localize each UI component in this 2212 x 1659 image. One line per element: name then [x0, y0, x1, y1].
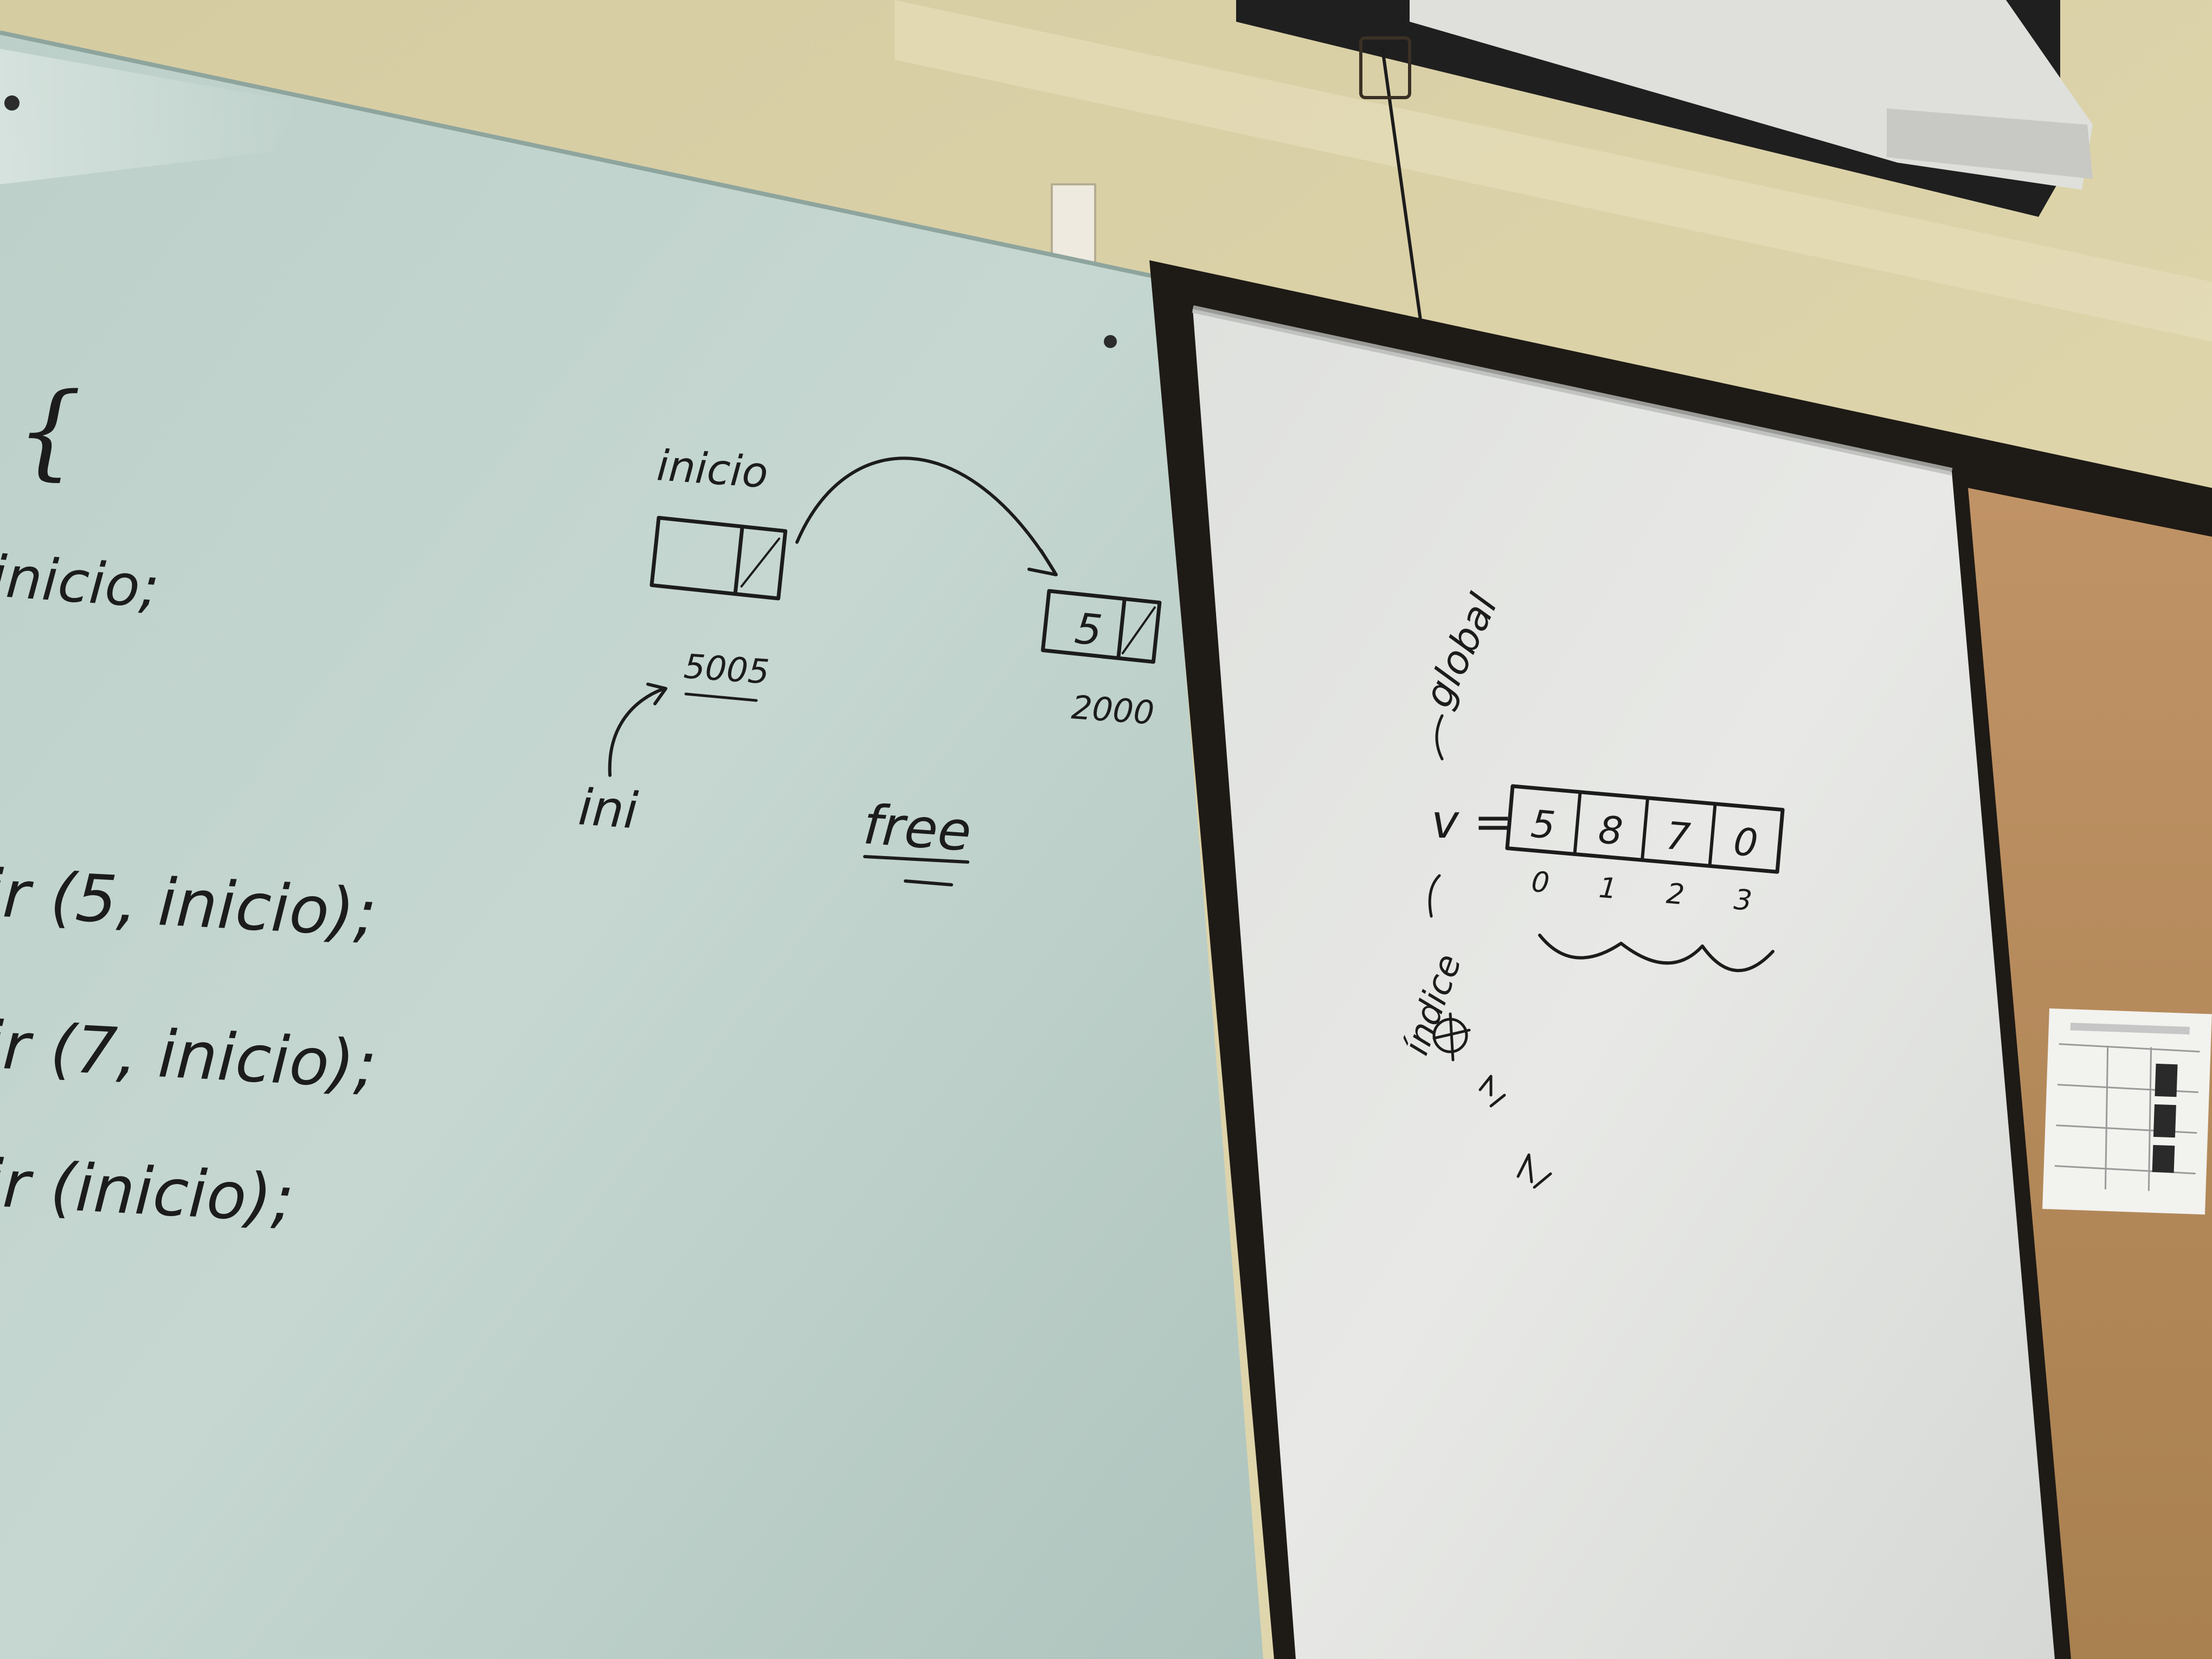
code-line-inicio: inicio;	[0, 543, 161, 621]
pointer-arrowhead	[1027, 549, 1058, 576]
head-label: inicio	[655, 441, 770, 498]
index-arcs	[1538, 934, 1774, 972]
cord	[1381, 47, 1422, 321]
array-cell-2: 7	[1664, 813, 1693, 860]
head-node-box	[650, 516, 788, 601]
ini-arrow	[608, 687, 666, 777]
array-index-2: 2	[1665, 878, 1686, 912]
linked-list-diagram: inicio 5005 ini 5 2000 free	[576, 441, 1162, 886]
wall-rail	[895, 0, 2212, 342]
glass-board	[0, 30, 1263, 1659]
array-cell-0: 5	[1529, 801, 1558, 848]
code-line-print: ir (inicio);	[0, 1146, 295, 1238]
free-label: free	[861, 793, 973, 864]
scribble-mark	[1478, 1075, 1506, 1108]
array-label: v =	[1431, 795, 1513, 849]
board-screw	[1104, 335, 1117, 348]
array-cell-1: 8	[1597, 807, 1625, 854]
node-address: 2000	[1070, 689, 1155, 732]
projector-screen-housing	[1236, 0, 2093, 217]
node-value: 5	[1072, 605, 1104, 656]
board-screw	[4, 95, 20, 111]
head-address: 5005	[683, 646, 771, 692]
pointer-arrow	[795, 456, 1056, 574]
scribble-mark	[1516, 1153, 1552, 1189]
cord-clip	[1359, 36, 1411, 99]
array-index-3: 3	[1733, 883, 1753, 917]
array-box: 5 8 7 0 0 1 2 3	[1505, 784, 1785, 917]
pointer-label: ini	[576, 778, 640, 840]
array-cell-3: 0	[1732, 819, 1760, 866]
array-index-1: 1	[1598, 872, 1618, 906]
array-index-0: 0	[1530, 866, 1551, 900]
ini-arrowhead	[646, 683, 667, 705]
code-line-brace: {	[16, 371, 82, 491]
list-node-box: 5	[1041, 589, 1162, 664]
posted-paper	[2042, 1008, 2212, 1215]
corkboard	[1968, 488, 2212, 1659]
